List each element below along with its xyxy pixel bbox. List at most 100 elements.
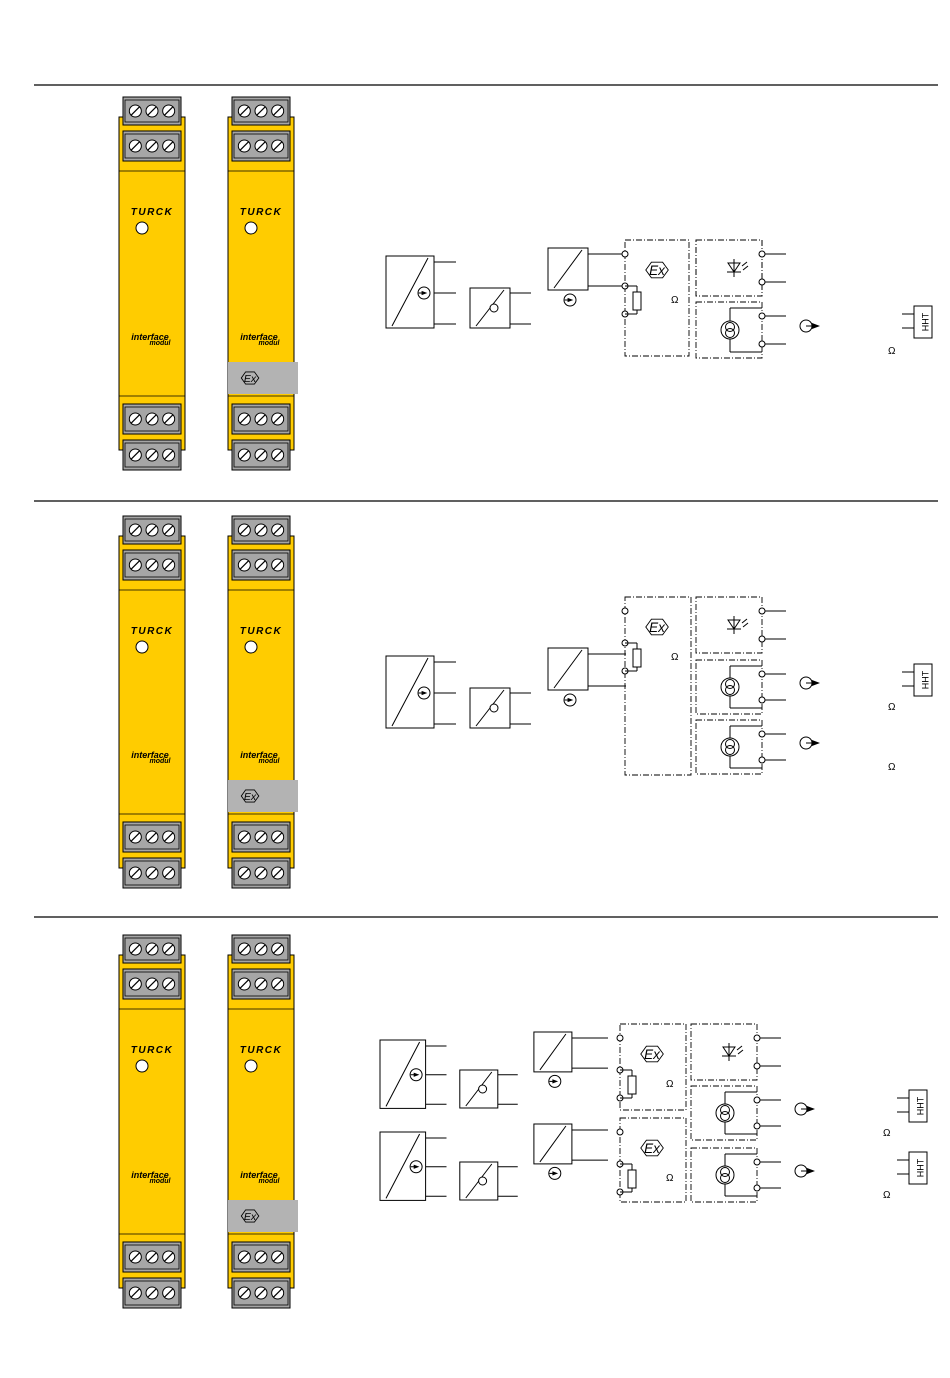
ex-mark-icon: Ex bbox=[646, 262, 669, 278]
brand-logo: TURCK bbox=[240, 626, 283, 637]
terminal-block bbox=[123, 1278, 181, 1308]
current-output-block: ΩHHT bbox=[691, 1148, 927, 1202]
brand-logo: TURCK bbox=[131, 1045, 174, 1056]
omega-label: Ω bbox=[671, 295, 679, 306]
current-source-icon bbox=[721, 738, 739, 756]
status-led-icon bbox=[245, 641, 257, 653]
current-source-icon bbox=[716, 1104, 734, 1122]
input-terminal bbox=[622, 251, 628, 257]
isolator-current-icon bbox=[549, 1075, 561, 1087]
input-channel bbox=[386, 248, 626, 328]
relay-block-border bbox=[696, 597, 762, 653]
led-ray bbox=[737, 1046, 742, 1050]
isolator-box bbox=[534, 1124, 572, 1164]
terminal-block bbox=[232, 550, 290, 580]
terminal-block bbox=[232, 858, 290, 888]
output-arrow bbox=[807, 1106, 815, 1112]
ex-mark-icon: Ex bbox=[641, 1046, 664, 1062]
hart-terminal-icon: HHT bbox=[897, 1090, 927, 1122]
current-output-block: Ω HHT bbox=[696, 302, 932, 358]
output-arrow bbox=[807, 1168, 815, 1174]
hart-label: HHT bbox=[920, 312, 930, 331]
isolator-current-icon bbox=[549, 1167, 561, 1179]
status-led-icon bbox=[245, 222, 257, 234]
output-terminal bbox=[759, 636, 765, 642]
terminal-block bbox=[232, 969, 290, 999]
status-led-icon bbox=[136, 1060, 148, 1072]
output-arrow bbox=[812, 740, 820, 746]
module-housing bbox=[228, 955, 294, 1288]
isolator-box bbox=[548, 248, 588, 290]
output-terminal bbox=[759, 313, 765, 319]
relay-block-border bbox=[696, 240, 762, 296]
output-terminal bbox=[759, 279, 765, 285]
current-source-icon bbox=[721, 321, 739, 339]
isolator-box bbox=[534, 1032, 572, 1072]
output-terminal bbox=[759, 251, 765, 257]
hart-terminal-icon: HHT bbox=[902, 664, 932, 696]
omega-label: Ω bbox=[671, 652, 679, 663]
terminal-block bbox=[123, 131, 181, 161]
terminal-block bbox=[123, 97, 181, 125]
sensor-current-icon bbox=[418, 687, 430, 699]
input-terminal bbox=[622, 608, 628, 614]
omega-label: Ω bbox=[888, 702, 896, 713]
series-label-sub: modul bbox=[150, 340, 172, 347]
omega-label: Ω bbox=[888, 346, 896, 357]
hart-label: HHT bbox=[920, 670, 930, 689]
module-housing bbox=[228, 536, 294, 868]
omega-label: Ω bbox=[666, 1079, 674, 1090]
terminal-block bbox=[232, 1242, 290, 1272]
shunt-resistor bbox=[633, 292, 641, 310]
relay-output-block bbox=[691, 1024, 781, 1080]
sensor-current-icon bbox=[410, 1161, 422, 1173]
terminal-block bbox=[123, 440, 181, 470]
ex-mark-text: Ex bbox=[649, 263, 666, 278]
output-arrow bbox=[812, 323, 820, 329]
output-arrow bbox=[812, 680, 820, 686]
output-terminal bbox=[754, 1159, 760, 1165]
terminal-block bbox=[232, 1278, 290, 1308]
interface-module: TURCKinterfacemodul bbox=[119, 516, 185, 888]
brand-logo: TURCK bbox=[131, 626, 174, 637]
hart-terminal-icon: HHT bbox=[897, 1152, 927, 1184]
led-ray bbox=[742, 262, 747, 266]
terminal-block bbox=[232, 97, 290, 125]
input-channel bbox=[380, 1124, 608, 1200]
ex-mark-text: Ex bbox=[244, 791, 257, 803]
input-terminal bbox=[617, 1129, 623, 1135]
terminal-block bbox=[123, 1242, 181, 1272]
led-ray bbox=[743, 266, 748, 270]
ex-interface-module: TURCKinterfacemodulEx bbox=[228, 97, 298, 470]
current-output-block: ΩHHT bbox=[691, 1086, 927, 1140]
terminal-block bbox=[123, 935, 181, 963]
output-terminal bbox=[754, 1063, 760, 1069]
hart-label: HHT bbox=[915, 1158, 925, 1177]
ex-input-zone: ExΩ bbox=[617, 1024, 686, 1110]
isolator-box bbox=[548, 648, 588, 690]
brand-logo: TURCK bbox=[131, 207, 174, 218]
current-output-block: Ω bbox=[696, 720, 896, 774]
output-terminal bbox=[759, 608, 765, 614]
terminal-block bbox=[123, 404, 181, 434]
led-ray bbox=[743, 623, 748, 627]
ex-input-zone: ExΩ bbox=[622, 240, 689, 356]
led-ray bbox=[742, 619, 747, 623]
module-housing bbox=[119, 117, 185, 450]
ex-mark-text: Ex bbox=[244, 1211, 257, 1223]
ex-input-zone: ExΩ bbox=[622, 597, 691, 775]
interface-module: TURCKinterfacemodul bbox=[119, 935, 185, 1308]
terminal-block bbox=[123, 516, 181, 544]
terminal-block bbox=[232, 822, 290, 852]
ex-interface-module: TURCKinterfacemodulEx bbox=[228, 516, 298, 888]
isolator-current-icon bbox=[564, 294, 576, 306]
ex-input-zone: ExΩ bbox=[617, 1118, 686, 1202]
terminal-block bbox=[232, 404, 290, 434]
output-terminal bbox=[759, 731, 765, 737]
shunt-resistor bbox=[628, 1076, 636, 1094]
ex-label-band bbox=[228, 1200, 298, 1232]
